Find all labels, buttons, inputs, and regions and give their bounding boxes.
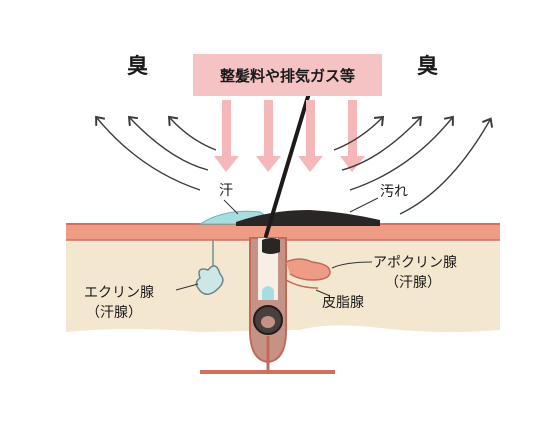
sebaceous-label: 皮脂腺 xyxy=(322,295,364,311)
sweat-label: 汗 xyxy=(219,183,233,199)
apocrine-label: アポクリン腺 xyxy=(373,255,457,271)
eccrine-label: エクリン腺 xyxy=(84,285,154,301)
eccrine-sub-label: （汗腺） xyxy=(86,305,142,321)
curved-arrow-icon xyxy=(95,115,494,215)
odor-label-right: 臭 xyxy=(417,54,438,78)
down-arrow-icon xyxy=(214,100,365,172)
eccrine-coil xyxy=(195,265,224,295)
apocrine-sub-label: （汗腺） xyxy=(385,275,441,291)
skin-surface-band xyxy=(66,224,500,240)
apocrine-gland xyxy=(285,258,331,281)
odor-label-left: 臭 xyxy=(127,54,148,78)
dirt-label: 汚れ xyxy=(380,184,408,200)
source-box: 整髪料や排気ガス等 xyxy=(193,54,382,96)
